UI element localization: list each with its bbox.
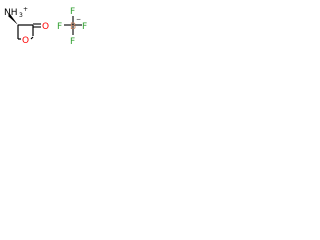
fluorine-bottom: F [70,37,75,47]
fluorine-left: F [57,22,62,32]
chemical-structure: NH 3 + O O F F F F B − [4,6,87,47]
boron-label: B [70,22,76,32]
amine-h-count: 3 [19,12,23,19]
tetrafluoroborate: F F F F B − [57,7,87,47]
fluorine-top: F [70,7,75,17]
amine-label: NH [4,8,18,18]
ring-bond-bottom-right [30,36,34,40]
amine-charge: + [23,6,28,13]
ring-oxygen-label: O [22,36,29,46]
carbonyl-oxygen-label: O [42,22,49,32]
boron-charge: − [76,16,81,23]
carbonyl-double-bond [33,23,41,28]
fluorine-right: F [82,22,87,32]
structure-canvas: NH 3 + O O F F F F B − [0,0,93,64]
stereo-wedge-bond [8,14,18,25]
